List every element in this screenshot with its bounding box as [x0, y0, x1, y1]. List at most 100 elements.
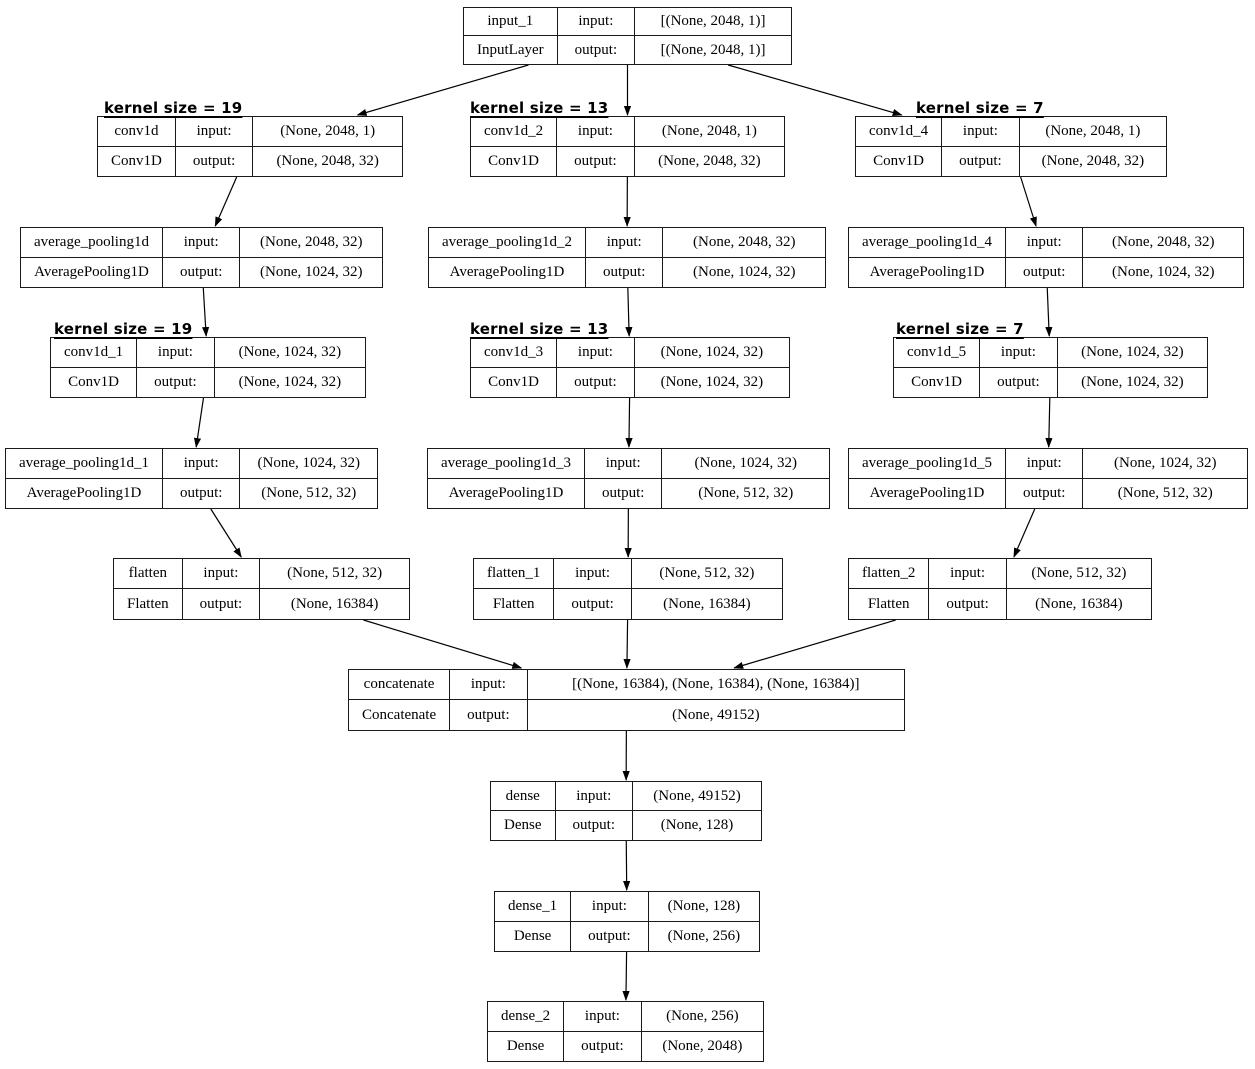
input-shape-value: (None, 2048, 1): [253, 117, 402, 147]
input-label: input:: [175, 117, 254, 147]
layer-type: Conv1D: [471, 146, 558, 176]
output-label: output:: [183, 589, 261, 619]
input-shape-value: (None, 2048, 32): [663, 228, 825, 258]
layer-type: InputLayer: [464, 36, 558, 64]
layer-name: flatten_2: [849, 559, 930, 589]
input-label: input:: [557, 8, 636, 36]
layer-name: flatten: [114, 559, 183, 589]
edge-conv1d-to-average_pooling1d: [214, 176, 238, 227]
edge-average_pooling1d_4-to-conv1d_5: [1045, 287, 1053, 337]
layer-type: Flatten: [849, 589, 930, 619]
output-label: output:: [176, 146, 254, 176]
output-label: output:: [558, 36, 636, 64]
output-shape-value: (None, 16384): [1035, 595, 1123, 612]
input-shape-value: (None, 512, 32): [1006, 559, 1151, 589]
input-shape-value: (None, 1024, 32): [662, 449, 829, 479]
input-shape-value: (None, 49152): [633, 782, 761, 811]
layer-name: average_pooling1d_4: [849, 228, 1006, 258]
input-shape-value: (None, 256): [641, 1002, 763, 1032]
input-shape-value: (None, 128): [648, 892, 759, 922]
layer-name: average_pooling1d_5: [849, 449, 1006, 479]
input-shape-value: (None, 2048, 32): [1083, 228, 1243, 258]
layer-name: average_pooling1d_3: [428, 449, 585, 479]
output-shape-value: (None, 512, 32): [261, 485, 357, 501]
input-shape-value: (None, 1024, 32): [1057, 338, 1207, 368]
input-shape-value: (None, 1024, 32): [634, 338, 789, 368]
layer-type: Conv1D: [894, 367, 981, 397]
input-shape-value: (None, 1024, 32): [240, 449, 377, 479]
layer-type: Dense: [491, 811, 556, 840]
output-label: output:: [556, 811, 634, 840]
input-shape-value: [(None, 2048, 1)]: [635, 8, 791, 36]
input-shape-value: (None, 2048, 32): [240, 228, 382, 258]
edge-average_pooling1d-to-conv1d_1: [202, 287, 210, 337]
input-shape-value: (None, 1024, 32): [1083, 449, 1247, 479]
input-label: input:: [585, 228, 664, 258]
output-shape-value: (None, 1024, 32): [260, 264, 363, 280]
kernel-size-label: kernel size = 13: [470, 320, 609, 338]
output-shape-value: (None, 1024, 32): [660, 374, 764, 390]
output-label: output:: [1006, 478, 1084, 508]
edge-flatten_1-to-concatenate: [623, 619, 631, 669]
edge-input_1-to-conv1d_4: [727, 64, 903, 116]
output-shape-value: (None, 16384): [663, 595, 751, 612]
layer-name: conv1d_2: [471, 117, 558, 147]
output-shape-value: (None, 1024, 32): [238, 374, 342, 390]
output-label: output:: [571, 921, 649, 951]
layer-name: conv1d_5: [894, 338, 981, 368]
output-label: output:: [163, 478, 241, 508]
edge-average_pooling1d_2-to-conv1d_3: [625, 287, 633, 337]
input-label: input:: [162, 228, 241, 258]
output-shape-value: [(None, 2048, 1)]: [660, 41, 766, 58]
output-shape-value: (None, 2048, 32): [1041, 153, 1145, 169]
input-label: input:: [929, 559, 1007, 589]
input-label: input:: [557, 338, 635, 368]
layer-type: AveragePooling1D: [849, 478, 1006, 508]
edge-conv1d_4-to-average_pooling1d_4: [1020, 176, 1037, 227]
edge-conv1d_3-to-average_pooling1d_3: [625, 397, 633, 448]
layer-type: Conv1D: [98, 146, 176, 176]
layer-type: Flatten: [114, 589, 183, 619]
output-shape-value: (None, 128): [660, 817, 734, 834]
layer-type: Concatenate: [349, 700, 451, 730]
edge-conv1d_5-to-average_pooling1d_5: [1045, 397, 1053, 448]
output-shape-value: (None, 256): [667, 928, 741, 944]
output-label: output:: [557, 367, 635, 397]
layer-name: conv1d: [98, 117, 176, 147]
layer-name: dense_2: [488, 1002, 565, 1032]
layer-type: AveragePooling1D: [849, 257, 1006, 287]
output-label: output:: [980, 367, 1058, 397]
layer-type: AveragePooling1D: [429, 257, 586, 287]
edge-flatten-to-concatenate: [363, 619, 523, 669]
output-shape-value: (None, 1024, 32): [1112, 264, 1215, 280]
output-shape-value: (None, 2048): [662, 1038, 743, 1054]
output-label: output:: [450, 700, 528, 730]
input-label: input:: [555, 782, 634, 811]
layer-type: Conv1D: [856, 146, 943, 176]
layer-name: input_1: [464, 8, 558, 36]
output-shape-value: (None, 2048, 32): [276, 153, 379, 169]
input-label: input:: [584, 449, 663, 479]
edge-dense_1-to-dense_2: [622, 951, 630, 1001]
layer-type: Conv1D: [51, 367, 138, 397]
layer-name: average_pooling1d: [21, 228, 163, 258]
edge-average_pooling1d_1-to-flatten: [210, 508, 242, 558]
kernel-size-label: kernel size = 13: [470, 99, 609, 117]
input-shape-value: [(None, 16384), (None, 16384), (None, 16…: [527, 670, 904, 700]
output-label: output:: [929, 589, 1007, 619]
output-label: output:: [163, 257, 241, 287]
